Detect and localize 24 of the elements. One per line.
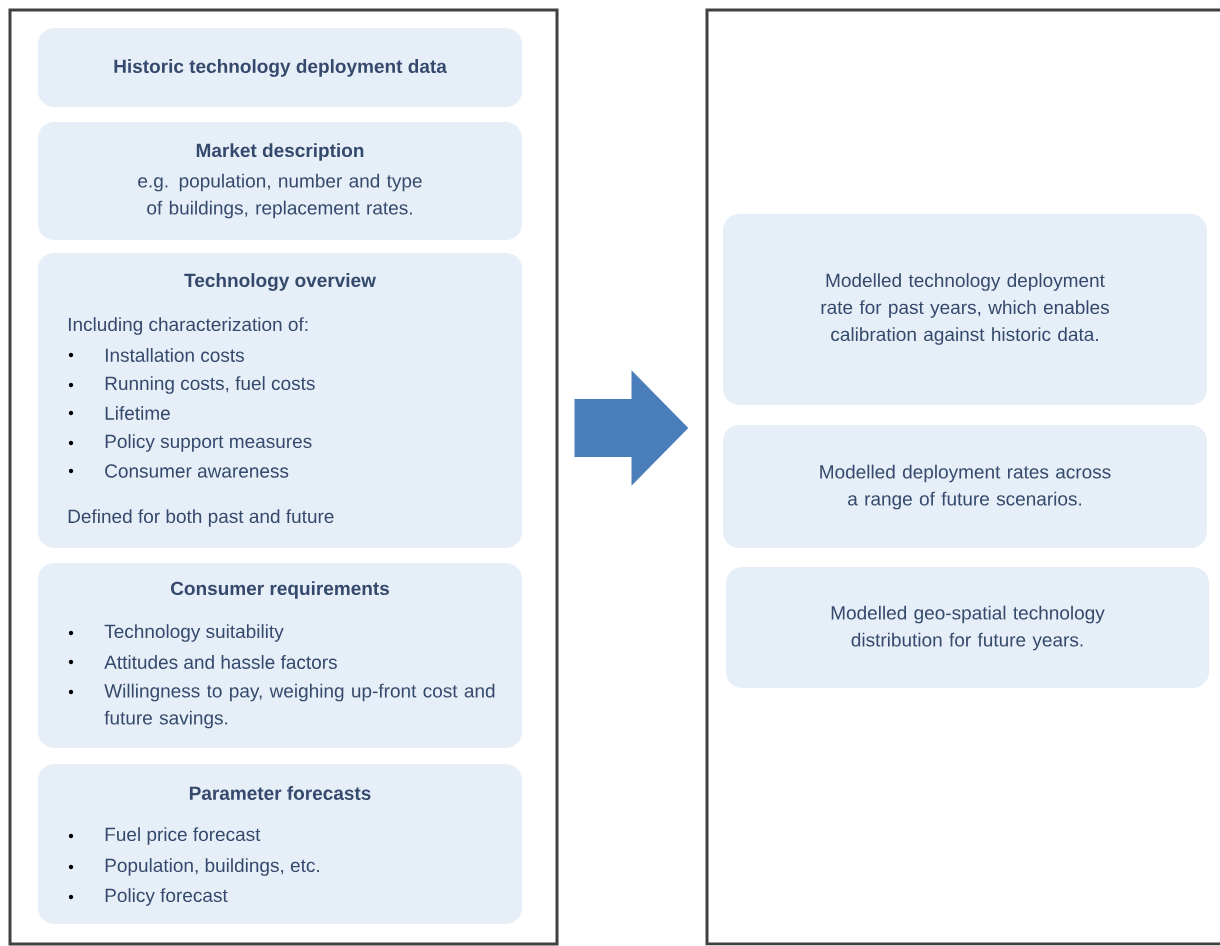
box-text: Modelled technology deployment rate for past years, which enables calibration against historic data.: [821, 273, 1109, 345]
box-text: e.g. population, number and type of buildings, replacement rates.: [138, 173, 422, 219]
box-text: Including characterization of:: [68, 317, 308, 335]
bullet-item: Policy support measures: [105, 434, 312, 452]
bullet-item: Technology suitability: [104, 624, 284, 642]
bullet-item: Lifetime: [105, 406, 170, 420]
bullet-item: Attitudes and hassle factors: [104, 655, 337, 669]
box-heading: Market description: [196, 143, 364, 161]
bullet-item: Installation costs: [105, 348, 244, 362]
box-heading: Consumer requirements: [171, 581, 389, 599]
bullet-item: Willingness to pay, weighing up-front cost and future savings.: [104, 683, 495, 729]
box-text: Modelled geo-spatial technology distribution for future years.: [831, 605, 1105, 651]
box-heading: Historic technology deployment data: [114, 59, 447, 77]
box-text: Defined for both past and future: [68, 509, 334, 527]
bullet-item: Consumer awareness: [105, 464, 289, 478]
box-heading: Parameter forecasts: [189, 786, 371, 800]
bullet-item: Population, buildings, etc.: [105, 858, 319, 876]
box-text: Modelled deployment rates across a range of future scenarios.: [820, 464, 1111, 510]
bullet-item: Policy forecast: [105, 888, 228, 906]
bullet-item: Fuel price forecast: [105, 827, 261, 845]
bullet-item: Running costs, fuel costs: [105, 376, 315, 394]
panel-frame: [8, 8, 559, 946]
box-heading: Technology overview: [184, 273, 376, 291]
panel-frame: [705, 8, 1220, 946]
